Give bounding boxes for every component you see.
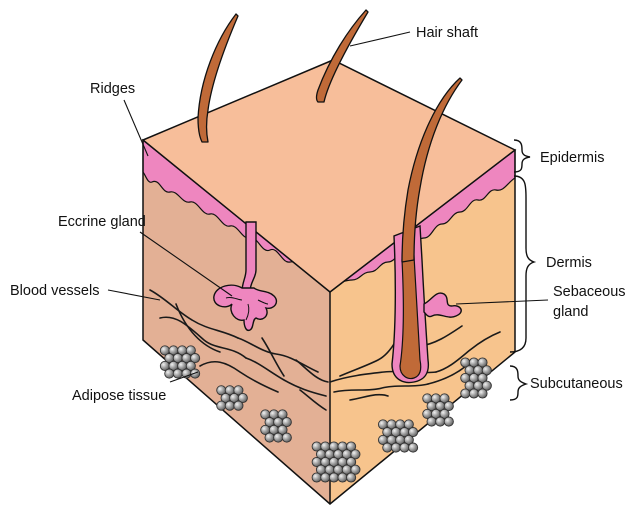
fat-cell-cluster [378, 420, 417, 452]
fat-cell [409, 443, 418, 452]
label-sebaceous-line1: Sebaceous [553, 284, 626, 300]
fat-cell-cluster [423, 394, 454, 426]
fat-cell [400, 443, 409, 452]
fat-cell [274, 433, 283, 442]
fat-cell [265, 433, 274, 442]
brace-subcutaneous [510, 366, 526, 400]
fat-cell [347, 473, 356, 482]
brace-epidermis [514, 140, 530, 172]
fat-cell [469, 389, 478, 398]
fat-cell [338, 473, 347, 482]
label-subcutaneous: Subcutaneous [530, 376, 623, 392]
fat-cell-cluster [261, 410, 292, 442]
fat-cell-cluster [461, 358, 492, 398]
leader-ridges [124, 100, 148, 156]
fat-cell-cluster [217, 386, 248, 411]
label-epidermis: Epidermis [540, 150, 604, 166]
fat-cell [461, 389, 470, 398]
label-sebaceous-line2: gland [553, 304, 588, 320]
fat-cell [312, 473, 321, 482]
fat-cell [217, 401, 226, 410]
fat-cell-cluster [312, 442, 360, 482]
fat-cell [225, 401, 234, 410]
fat-cell [173, 369, 182, 378]
fat-cell [383, 443, 392, 452]
label-hair-shaft: Hair shaft [416, 25, 478, 41]
fat-cell [234, 401, 243, 410]
fat-cell [436, 417, 445, 426]
fat-cell [282, 433, 291, 442]
fat-cell [165, 369, 174, 378]
fat-cell [321, 473, 330, 482]
label-adipose-tissue: Adipose tissue [72, 388, 166, 404]
leader-hair-shaft [350, 32, 410, 46]
label-eccrine-gland: Eccrine gland [58, 214, 146, 230]
fat-cell [427, 417, 436, 426]
label-dermis: Dermis [546, 255, 592, 271]
fat-cell [391, 443, 400, 452]
fat-cell [329, 473, 338, 482]
fat-cell [444, 417, 453, 426]
fat-cell [478, 389, 487, 398]
label-ridges: Ridges [90, 81, 135, 97]
label-blood-vessels: Blood vessels [10, 283, 99, 299]
